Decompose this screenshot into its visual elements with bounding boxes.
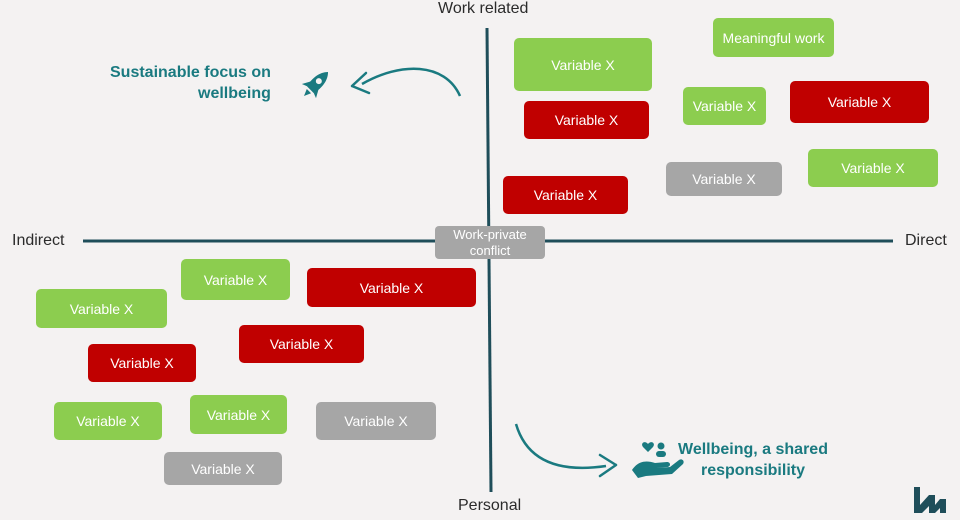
callout-line-2: responsibility [700, 462, 805, 479]
variable-box: Variable X [514, 38, 652, 91]
axis-label-right: Direct [905, 232, 947, 249]
variable-box: Variable X [190, 395, 287, 434]
callout-line-2: wellbeing [198, 85, 271, 102]
variable-box: Variable X [790, 81, 929, 123]
variable-box: Variable X [54, 402, 162, 440]
axis-label-top: Work related [438, 0, 529, 17]
callout-line-1: Wellbeing, a shared [678, 441, 828, 458]
variable-box: Variable X [316, 402, 436, 440]
vertical-axis-line [485, 27, 493, 493]
variable-box: Variable X [239, 325, 364, 363]
variable-box: Variable X [307, 268, 476, 307]
variable-box: Variable X [524, 101, 649, 139]
center-conflict-box: Work-private conflict [435, 226, 545, 259]
axis-label-left: Indirect [12, 232, 65, 249]
variable-box: Variable X [181, 259, 290, 300]
axis-label-bottom: Personal [458, 497, 522, 514]
callout-line-1: Sustainable focus on [110, 64, 271, 81]
meaningful-work-box: Meaningful work [713, 18, 834, 57]
callout-sustainable-focus: Sustainable focus on wellbeing [110, 62, 271, 104]
variable-box: Variable X [164, 452, 282, 485]
variable-box: Variable X [666, 162, 782, 196]
variable-box: Variable X [503, 176, 628, 214]
variable-box: Variable X [88, 344, 196, 382]
callout-shared-responsibility: Wellbeing, a shared responsibility [678, 439, 828, 481]
variable-box: Variable X [808, 149, 938, 187]
variable-box: Variable X [683, 87, 766, 125]
variable-box: Variable X [36, 289, 167, 328]
